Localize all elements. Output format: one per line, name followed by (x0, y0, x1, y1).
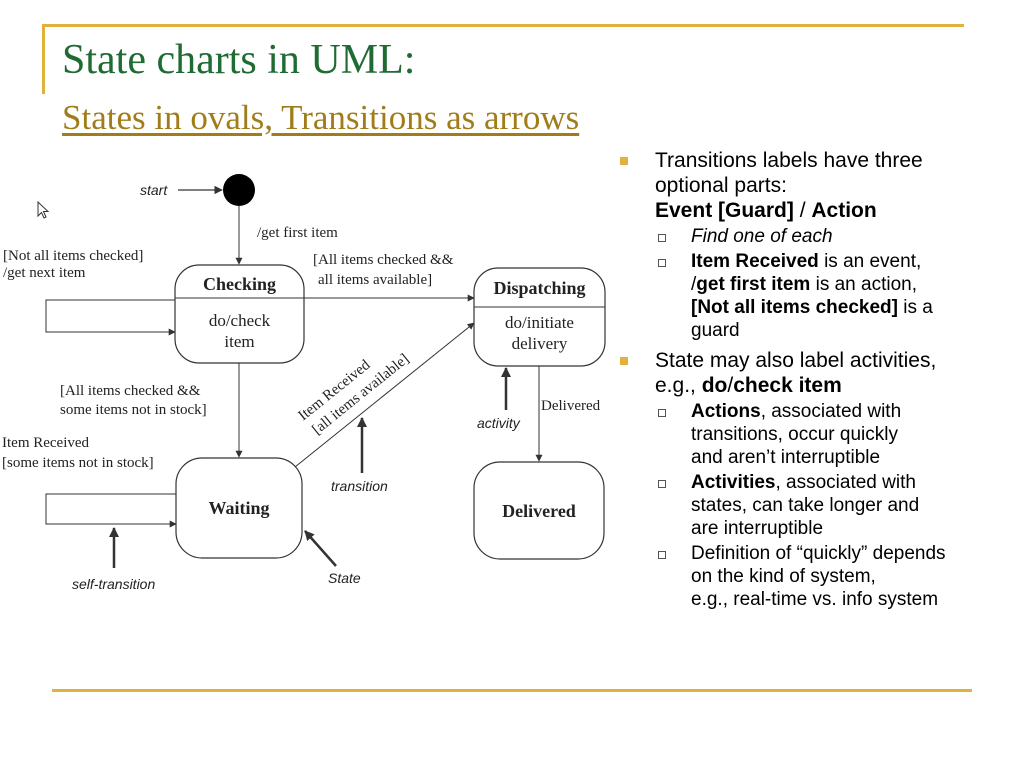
transition-waiting-dispatching (294, 322, 475, 468)
state-annotation: State (328, 570, 361, 586)
sub-bullet-activities: Activities, associated with states, can … (618, 471, 1022, 540)
delivered-name: Delivered (502, 501, 576, 521)
get-next-item-label: /get next item (3, 265, 86, 281)
item-received-label-1: Item Received (2, 435, 90, 451)
hollow-square-icon (658, 259, 666, 267)
hollow-square-icon (658, 409, 666, 417)
bullet-list: Transitions labels have three optional p… (618, 148, 1022, 617)
all-checked-not-stock-label-1: [All items checked && (60, 383, 201, 399)
left-rule (42, 24, 45, 94)
state-pointer (304, 530, 337, 567)
activity-annotation: activity (477, 415, 521, 431)
self-loop-checking (45, 299, 176, 336)
bottom-rule (52, 689, 972, 692)
sub-bullet-definition: Definition of “quickly” depends on the k… (618, 542, 1022, 611)
transition-annotation: transition (331, 478, 388, 494)
state-checking: Checking do/check item (174, 264, 305, 364)
state-dispatching: Dispatching do/initiate delivery (473, 267, 606, 367)
delivered-transition-label: Delivered (541, 398, 601, 414)
dispatching-activity-1: do/initiate (505, 313, 574, 332)
item-received-label-2: [some items not in stock] (2, 455, 154, 471)
self-loop-waiting (45, 493, 177, 528)
checking-activity-2: item (224, 332, 254, 351)
dispatching-name: Dispatching (493, 278, 585, 298)
bullet-square-icon (620, 157, 628, 165)
hollow-square-icon (658, 480, 666, 488)
get-first-item-label: /get first item (257, 225, 338, 241)
top-rule (42, 24, 964, 27)
all-checked-available-label-1: [All items checked && (313, 252, 454, 268)
all-checked-not-stock-label-2: some items not in stock] (60, 402, 207, 418)
hollow-square-icon (658, 234, 666, 242)
state-delivered: Delivered (473, 461, 605, 560)
self-transition-annotation: self-transition (72, 576, 155, 592)
bullet-transitions-labels: Transitions labels have three optional p… (618, 148, 1022, 342)
sub-bullet-item-received: Item Received is an event, /get first it… (618, 250, 1022, 342)
start-label: start (140, 182, 168, 198)
cursor-arrow-icon (37, 200, 50, 219)
slide-title: State charts in UML: (62, 37, 416, 83)
initial-state (223, 174, 255, 206)
bullet-square-icon (620, 357, 628, 365)
bullet-state-activities: State may also label activities, e.g., d… (618, 348, 1022, 611)
hollow-square-icon (658, 551, 666, 559)
state-waiting: Waiting (175, 457, 303, 559)
checking-activity-1: do/check (209, 311, 271, 330)
sub-bullet-find-one: Find one of each (618, 225, 1022, 248)
slide-subtitle: States in ovals, Transitions as arrows (62, 98, 580, 137)
waiting-name: Waiting (208, 498, 269, 518)
state-chart-diagram: start /get first item Checking do/check … (2, 174, 606, 592)
checking-name: Checking (203, 274, 276, 294)
sub-bullet-actions: Actions, associated with transitions, oc… (618, 400, 1022, 469)
all-checked-available-label-2: all items available] (318, 272, 432, 288)
not-all-checked-label: [Not all items checked] (3, 248, 143, 264)
dispatching-activity-2: delivery (512, 334, 568, 353)
